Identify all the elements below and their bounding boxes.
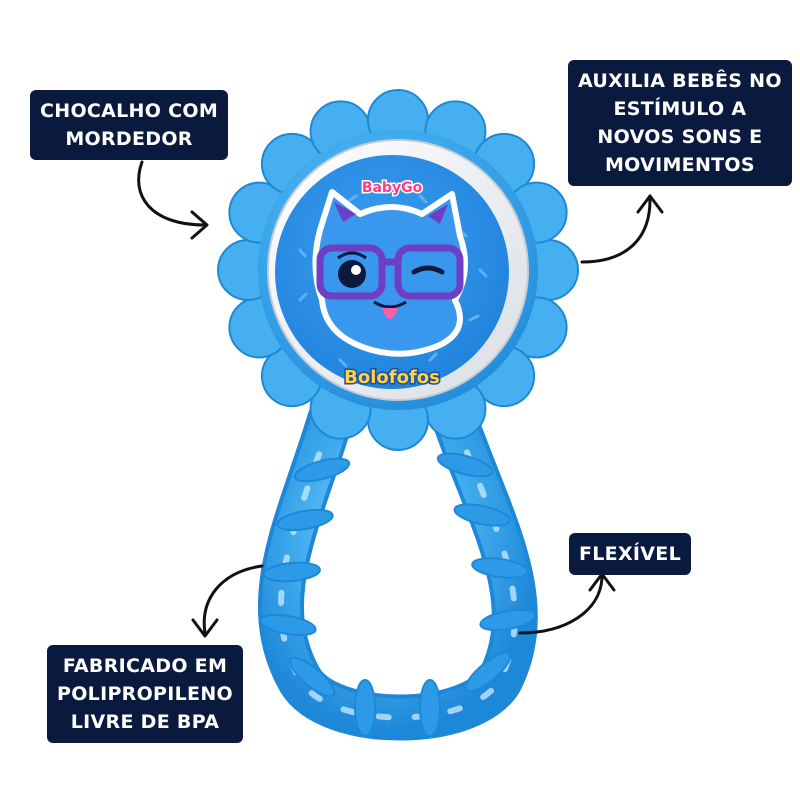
callout-line: AUXILIA BEBÊS NO [578, 70, 782, 92]
callout-material: FABRICADO EM POLIPROPILENO LIVRE DE BPA [47, 645, 243, 743]
glasses-icon [316, 244, 464, 300]
callout-line: POLIPROPILENO [57, 683, 233, 705]
cat-character-icon [312, 189, 468, 357]
arrow-head [636, 194, 664, 214]
curved-arrow-icon [202, 564, 264, 635]
scalloped-ring [217, 89, 579, 451]
brand-label: BabyGo [362, 180, 423, 196]
callout-line: MOVIMENTOS [604, 154, 755, 176]
callout-line: FLEXÍVEL [579, 543, 681, 565]
callout-stimulus: AUXILIA BEBÊS NO ESTÍMULO A NOVOS SONS E… [568, 60, 792, 186]
arrow-head [191, 618, 219, 638]
callout-rattle-teether: CHOCALHO COM MORDEDOR [30, 90, 229, 160]
arrows [137, 160, 664, 638]
arrow-head [190, 210, 209, 240]
callout-line: ESTÍMULO A [613, 98, 747, 120]
callout-flexible: FLEXÍVEL [569, 533, 691, 575]
callout-line: FABRICADO EM [62, 655, 228, 677]
callout-line: LIVRE DE BPA [70, 711, 220, 733]
rattle-head: BabyGo Bolofofos [217, 89, 579, 451]
teether-handle [257, 397, 538, 741]
curved-arrow-icon [580, 198, 652, 264]
callout-line: MORDEDOR [65, 128, 193, 150]
curved-arrow-icon [518, 576, 604, 635]
curved-arrow-icon [137, 160, 207, 227]
callout-line: NOVOS SONS E [597, 126, 763, 148]
character-logo: Bolofofos [344, 367, 440, 388]
callout-line: CHOCALHO COM [40, 100, 219, 122]
